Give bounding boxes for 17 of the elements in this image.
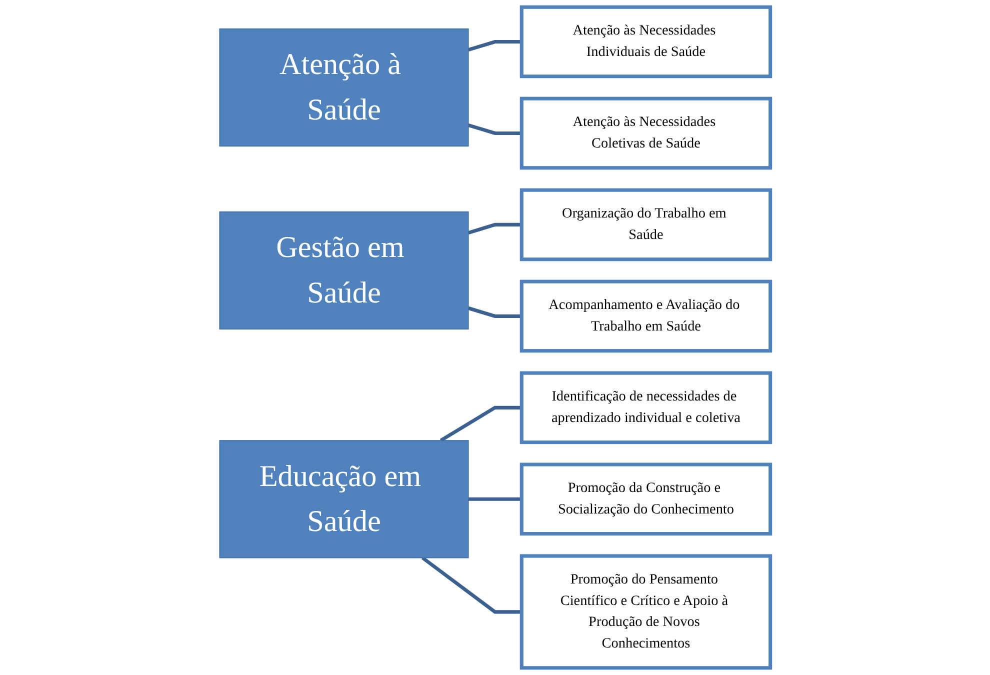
node-box: Organização do Trabalho em Saúde — [520, 188, 772, 262]
node-box: Gestão em Saúde — [219, 211, 469, 330]
connector — [421, 556, 522, 614]
connector — [468, 123, 522, 135]
node-box: Atenção às Necessidades Individuais de Saúde — [520, 5, 772, 78]
node-box: Identificação de necessidades de aprendizado individual e coletiva — [520, 371, 772, 444]
node-box: Promoção da Construção e Socialização do Conhecimento — [520, 462, 772, 536]
node-box: Atenção à Saúde — [219, 28, 469, 147]
connector — [468, 40, 522, 52]
connector — [440, 406, 522, 442]
node-box: Acompanhamento e Avaliação do Trabalho em Saúde — [520, 280, 772, 353]
connector — [468, 222, 522, 234]
node-box: Educação em Saúde — [219, 440, 469, 558]
connector — [468, 306, 522, 318]
connector — [468, 497, 522, 501]
node-box: Atenção às Necessidades Coletivas de Saúde — [520, 96, 772, 170]
node-box: Promoção do Pensamento Científico e Crítico e Apoio à Produção de Novos Conhecimentos — [520, 554, 772, 670]
